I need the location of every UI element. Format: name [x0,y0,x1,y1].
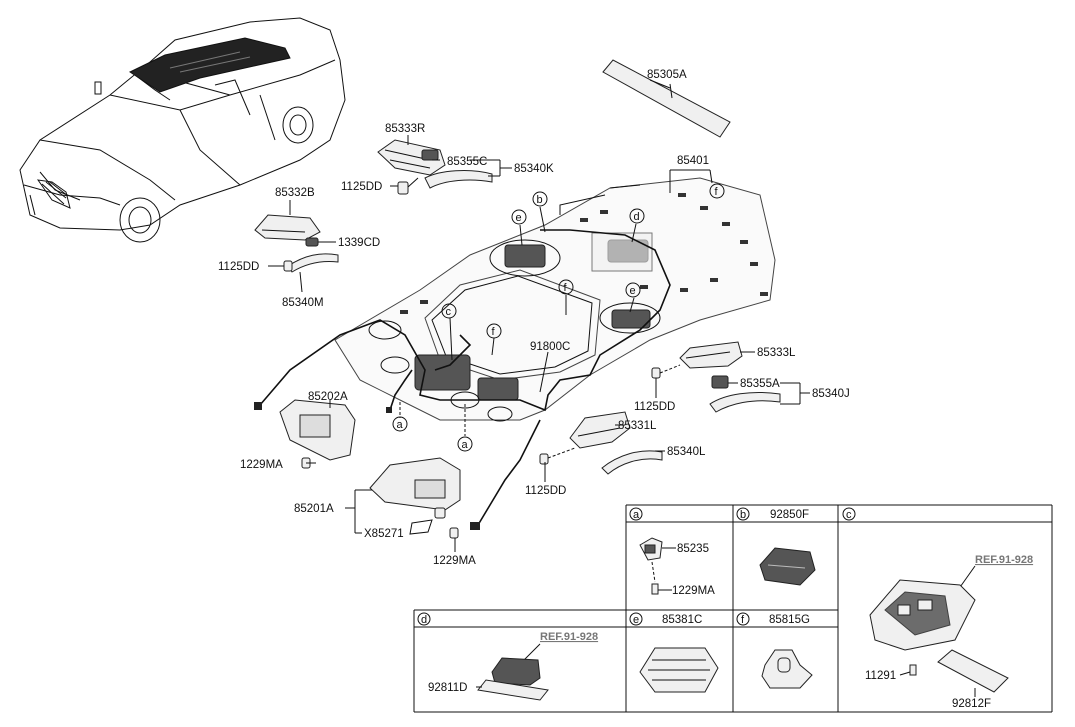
table-cell-b: b 92850F [736,507,816,586]
label-85340L: 85340L [667,446,706,458]
svg-text:e: e [630,285,636,297]
label-85340M: 85340M [282,297,324,309]
callout-e-mid: e [625,282,641,298]
cell-d-ref: REF.91-928 [540,631,598,643]
label-1125DD-upper: 1125DD [341,181,382,193]
sun-visor-right-85202A [279,399,356,469]
label-1125DD-right: 1125DD [634,401,675,413]
label-1125DD-lower: 1125DD [525,485,566,497]
label-85331L: 85331L [618,420,657,432]
callout-c: c [441,303,457,319]
callout-f-top: f [709,183,725,199]
cell-f-title: 85815G [769,614,810,626]
cell-a-letter: a [633,509,640,521]
cell-c-part2: 92812F [952,698,991,710]
roof-headliner-highlight [128,37,291,93]
label-85333L: 85333L [757,347,796,359]
leader-lines [268,79,810,552]
table-cell-a: a 85235 1229MA [629,507,715,597]
cell-c-ref: REF.91-928 [975,554,1033,566]
table-cell-f: f 85815G [736,612,813,689]
label-91800C: 91800C [530,341,570,353]
assist-handle-rear-left [651,341,781,413]
assist-handle-rear-right [377,139,493,195]
headlining-panel [334,177,776,422]
svg-text:d: d [634,211,640,223]
svg-text:a: a [397,419,404,431]
label-85401: 85401 [677,155,709,167]
cell-d-letter: d [421,614,427,626]
svg-text:f: f [564,282,568,294]
svg-text:e: e [516,212,522,224]
callout-circles: b e d f e f c f [392,183,725,452]
callout-b: b [532,191,548,207]
label-85202A: 85202A [308,391,348,403]
label-1229MA-lower: 1229MA [433,555,476,567]
assist-handle-front-left [254,214,339,273]
assist-handle-front-right [539,411,663,475]
label-85332B: 85332B [275,187,315,199]
callout-a-left: a [392,416,408,432]
callout-f-low: f [486,323,502,339]
cell-d-part1: 92811D [428,682,467,694]
label-85340J: 85340J [812,388,850,400]
label-85355A: 85355A [740,378,780,390]
callout-e-top: e [511,209,527,225]
svg-text:b: b [537,194,543,206]
callout-a-right: a [457,436,473,452]
cell-a-part2: 1229MA [672,585,715,597]
label-X85271: X85271 [364,528,404,540]
cell-e-title: 85381C [662,614,702,626]
svg-text:f: f [492,326,496,338]
table-cell-e: e 85381C [629,612,719,693]
svg-text:f: f [715,186,719,198]
cell-e-letter: e [633,614,639,626]
car-illustration [19,17,346,243]
detail-table: a 85235 1229MA b 92850F c REF.91-928 [413,504,1053,713]
label-85340K: 85340K [514,163,554,175]
wiring-harness [254,229,671,530]
table-cell-c: c REF.91-928 11291 92812F [842,507,1033,710]
label-1229MA-left: 1229MA [240,459,283,471]
cell-c-part1: 11291 [865,670,896,682]
label-85333R: 85333R [385,123,425,135]
label-85201A: 85201A [294,503,334,515]
callout-d: d [629,208,645,224]
part-85305A-strip [602,59,731,138]
sun-visor-left-85201A [369,457,461,539]
cell-b-title: 92850F [770,509,809,521]
callout-f-mid: f [558,279,574,295]
cell-a-part1: 85235 [677,543,709,555]
label-1125DD-left: 1125DD [218,261,259,273]
label-85355C: 85355C [447,156,487,168]
label-85305A: 85305A [647,69,687,81]
label-1339CD: 1339CD [338,237,380,249]
svg-text:a: a [462,439,469,451]
table-cell-d: d REF.91-928 92811D [417,612,598,701]
cell-f-letter: f [741,614,745,626]
part-labels: 85305A 85333R 85355C 85340K 1125DD 85401… [218,69,850,567]
cell-b-letter: b [740,509,746,521]
cell-c-letter: c [846,509,852,521]
svg-text:c: c [446,306,452,318]
